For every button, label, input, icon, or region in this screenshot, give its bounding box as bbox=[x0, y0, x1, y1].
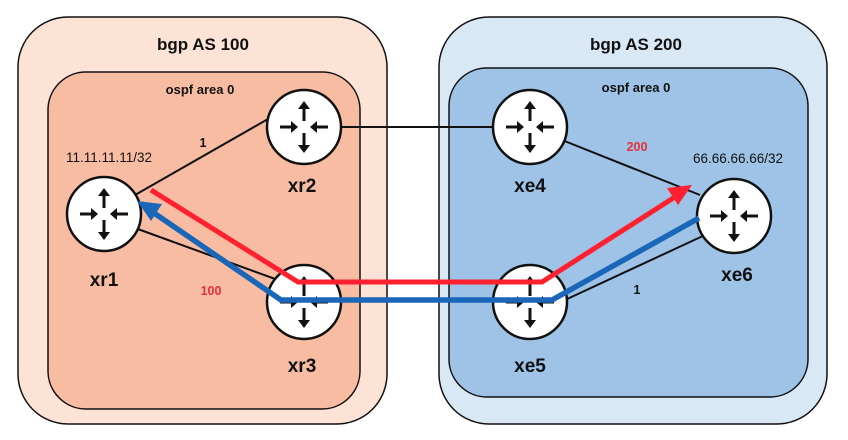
as200-area-label: ospf area 0 bbox=[602, 80, 671, 95]
router-label-xr2: xr2 bbox=[288, 176, 317, 197]
links bbox=[134, 114, 706, 301]
path-blue bbox=[152, 210, 701, 303]
as100-area-label: ospf area 0 bbox=[166, 82, 235, 97]
link-xr1-xr2 bbox=[134, 114, 276, 196]
router-label-xr3: xr3 bbox=[288, 356, 317, 377]
router-label-xr1: xr1 bbox=[90, 270, 119, 291]
link-xr1-xr3 bbox=[134, 227, 279, 281]
cost-xe4-xe6: 200 bbox=[627, 140, 648, 154]
link-xe4-xe6 bbox=[561, 139, 701, 196]
cost-xr1-xr2: 1 bbox=[200, 136, 207, 150]
router-icon-xe6[interactable] bbox=[695, 177, 773, 255]
link-xe5-xe6 bbox=[564, 234, 706, 301]
router-label-xe6: xe6 bbox=[721, 265, 753, 286]
as200-label: bgp AS 200 bbox=[590, 35, 682, 54]
router-icon-xr2[interactable] bbox=[265, 88, 343, 166]
router-icon-xr1[interactable] bbox=[65, 175, 143, 253]
cost-xr1-xr3: 100 bbox=[201, 284, 222, 298]
router-icon-xe4[interactable] bbox=[491, 88, 569, 166]
prefix-xr1: 11.11.11.11/32 bbox=[66, 150, 152, 165]
path-red-arrowhead bbox=[667, 185, 692, 205]
as100-label: bgp AS 100 bbox=[157, 35, 249, 54]
cost-xe5-xe6: 1 bbox=[634, 283, 641, 297]
path-red bbox=[149, 187, 680, 285]
path-blue-arrowhead bbox=[137, 201, 162, 221]
router-label-xe4: xe4 bbox=[514, 176, 546, 197]
router-label-xe5: xe5 bbox=[514, 356, 546, 377]
prefix-xe6: 66.66.66.66/32 bbox=[693, 151, 783, 166]
